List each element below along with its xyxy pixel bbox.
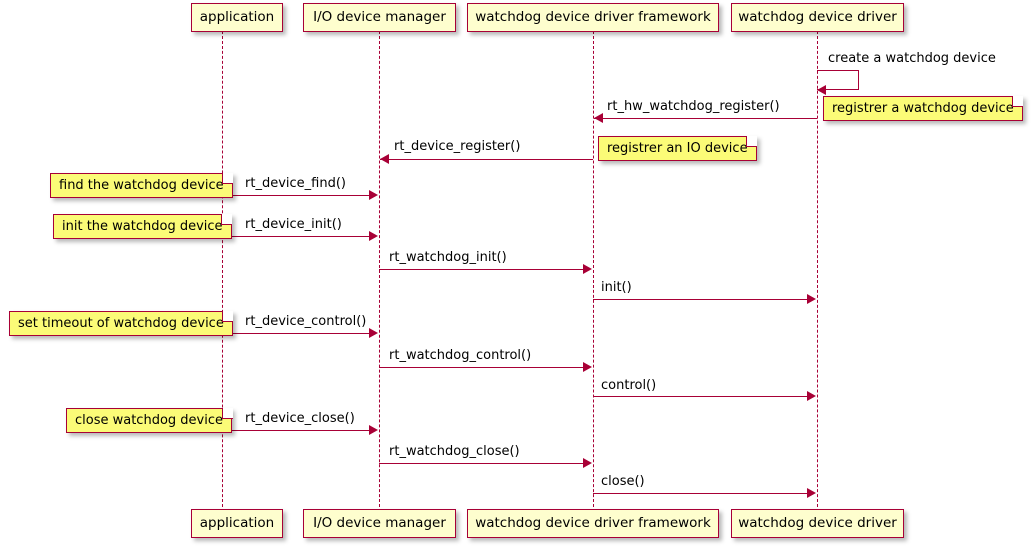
arrow-head-rt-device-register [380, 154, 389, 164]
message-label-create-watchdog-device: create a watchdog device [828, 51, 996, 66]
note-label: registrer an IO device [607, 141, 748, 156]
message-line-control [593, 396, 808, 397]
message-line-rt-device-init [222, 236, 370, 237]
note-init-the-watchdog-device: init the watchdog device [53, 213, 232, 239]
note-label: find the watchdog device [59, 178, 224, 193]
message-label-init: init() [601, 280, 632, 295]
note-set-timeout-of-watchdog-device: set timeout of watchdog device [9, 310, 234, 336]
arrow-head-create-watchdog-device [817, 85, 826, 95]
self-message-create-watchdog-device [817, 70, 859, 90]
arrow-head-rt-watchdog-init [583, 264, 592, 274]
message-label-rt-watchdog-control: rt_watchdog_control() [389, 348, 532, 363]
note-label: registrer a watchdog device [832, 101, 1014, 116]
participant-io-device-manager-top[interactable]: I/O device manager [303, 3, 456, 32]
lifeline-watchdog-framework [593, 31, 594, 512]
message-line-rt-watchdog-close [379, 463, 584, 464]
participant-watchdog-driver-top[interactable]: watchdog device driver [731, 3, 904, 32]
message-label-rt-watchdog-init: rt_watchdog_init() [389, 250, 507, 265]
arrow-head-rt-device-control [369, 328, 378, 338]
message-line-init [593, 299, 808, 300]
message-label-rt-device-register: rt_device_register() [394, 139, 521, 154]
participant-watchdog-framework-top[interactable]: watchdog device driver framework [467, 3, 719, 32]
participant-label: watchdog device driver framework [475, 8, 711, 25]
arrow-head-control [807, 391, 816, 401]
participant-application-top[interactable]: application [191, 3, 283, 32]
note-find-the-watchdog-device: find the watchdog device [50, 172, 233, 198]
arrow-head-close [807, 488, 816, 498]
message-line-rt-watchdog-control [379, 367, 584, 368]
message-line-rt-device-register [380, 159, 593, 160]
note-close-watchdog-device: close watchdog device [66, 407, 233, 433]
message-line-rt-device-find [222, 195, 370, 196]
participant-label: watchdog device driver [738, 8, 897, 25]
message-line-rt-device-control [222, 333, 370, 334]
participant-label: watchdog device driver [738, 514, 897, 531]
message-line-close [593, 493, 808, 494]
message-line-rt-watchdog-init [379, 269, 584, 270]
message-label-rt-device-control: rt_device_control() [245, 314, 367, 329]
note-registrer-an-io-device: registrer an IO device [598, 135, 757, 161]
arrow-head-rt-watchdog-control [583, 362, 592, 372]
lifeline-watchdog-driver [817, 31, 818, 512]
participant-label: application [199, 514, 275, 531]
participant-label: application [199, 8, 275, 25]
arrow-head-rt-device-init [369, 231, 378, 241]
arrow-head-rt-device-close [369, 425, 378, 435]
message-label-rt-device-find: rt_device_find() [245, 176, 346, 191]
note-label: close watchdog device [75, 413, 223, 428]
participant-label: I/O device manager [313, 8, 446, 25]
arrow-head-rt-hw-watchdog-register [594, 113, 603, 123]
participant-label: I/O device manager [313, 514, 446, 531]
message-label-close: close() [601, 474, 645, 489]
message-label-control: control() [601, 378, 657, 393]
participant-application-bottom[interactable]: application [191, 509, 283, 538]
arrow-head-init [807, 294, 816, 304]
lifeline-io-device-manager [379, 31, 380, 512]
note-label: init the watchdog device [62, 219, 223, 234]
message-label-rt-device-close: rt_device_close() [245, 411, 355, 426]
participant-io-device-manager-bottom[interactable]: I/O device manager [303, 509, 456, 538]
message-line-rt-hw-watchdog-register [594, 118, 817, 119]
lifeline-application [222, 31, 223, 512]
message-label-rt-hw-watchdog-register: rt_hw_watchdog_register() [607, 99, 780, 114]
note-label: set timeout of watchdog device [18, 316, 224, 331]
message-line-rt-device-close [222, 430, 370, 431]
participant-label: watchdog device driver framework [475, 514, 711, 531]
message-label-rt-device-init: rt_device_init() [245, 217, 342, 232]
message-label-rt-watchdog-close: rt_watchdog_close() [389, 444, 520, 459]
participant-watchdog-driver-bottom[interactable]: watchdog device driver [731, 509, 904, 538]
arrow-head-rt-watchdog-close [583, 458, 592, 468]
note-registrer-a-watchdog-device: registrer a watchdog device [823, 95, 1024, 121]
participant-watchdog-framework-bottom[interactable]: watchdog device driver framework [467, 509, 719, 538]
arrow-head-rt-device-find [369, 190, 378, 200]
